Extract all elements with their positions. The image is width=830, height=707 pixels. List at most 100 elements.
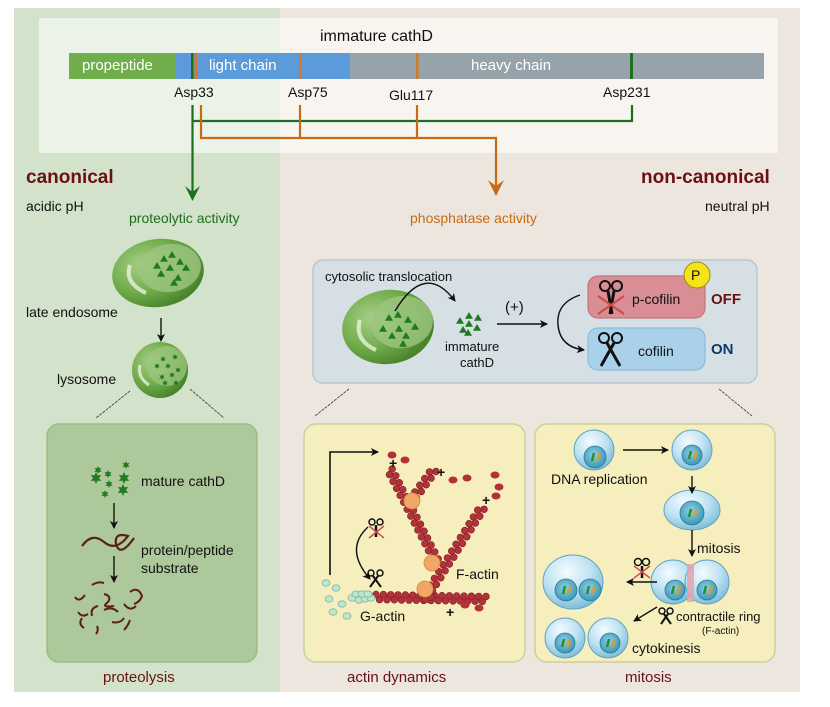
arrow-cytokinesis	[633, 606, 658, 622]
mature-cathd-label: mature cathD	[141, 473, 226, 489]
cathd-triangle	[474, 314, 482, 321]
cathd-triangle	[157, 270, 165, 277]
propeptide-label: propeptide	[82, 57, 153, 74]
cathd-triangle	[176, 258, 184, 265]
immature-cathd-line2: cathD	[460, 355, 494, 370]
actin-subunit	[453, 592, 461, 600]
barbed-end-plus-4: +	[446, 604, 455, 620]
zoom-line-mitosis	[718, 388, 753, 417]
zoom-line-actin	[314, 388, 350, 417]
barbed-end-plus-3: +	[482, 492, 491, 508]
actin-subunit	[383, 595, 391, 604]
residue-asp231: Asp231	[603, 84, 651, 100]
cathd-triangle	[411, 323, 419, 330]
g-actin-monomer	[324, 595, 334, 603]
f-actin-filaments	[372, 451, 504, 612]
cathd-triangle	[182, 264, 190, 271]
phosphatase-arrowhead	[488, 180, 504, 196]
p-cofilin-box	[587, 275, 706, 319]
cathd-triangle	[465, 312, 473, 319]
off-state-label: OFF	[711, 291, 741, 308]
free-actin-subunit	[494, 483, 504, 491]
cathd-triangle	[385, 314, 393, 321]
actin-subunit	[445, 592, 454, 600]
actin-subunit	[460, 592, 468, 600]
cathd-triangle	[174, 274, 182, 281]
cathd-triangle	[166, 264, 174, 271]
contractile-ring-sublabel: (F-actin)	[702, 626, 740, 637]
actin-subunit	[448, 547, 456, 555]
actin-subunit	[421, 474, 429, 483]
active-cofilin-scissors-icon	[367, 569, 384, 588]
cathd-triangle	[464, 329, 472, 336]
actin-subunit	[387, 591, 395, 599]
actin-subunit	[385, 470, 394, 479]
nucleus	[664, 579, 686, 601]
cathd-triangle	[402, 332, 410, 339]
actin-subunit	[397, 596, 406, 604]
canonical-title: canonical	[26, 167, 114, 188]
cathd-triangle	[459, 326, 467, 333]
marker-asp231	[630, 53, 633, 79]
blocked-cofilin-scissors-icon	[633, 557, 651, 579]
acidic-ph-label: acidic pH	[26, 198, 84, 214]
chromosome	[566, 585, 573, 595]
cathd-star	[169, 372, 175, 378]
chromosome	[692, 508, 699, 518]
nucleus	[554, 578, 578, 602]
arp23-branch-points	[403, 492, 441, 598]
cathd-star	[105, 480, 113, 488]
g-actin-monomer	[363, 590, 373, 598]
chromosome	[687, 450, 693, 460]
nucleus	[554, 632, 576, 654]
cathd-triangle	[473, 324, 481, 331]
nucleus	[681, 444, 703, 466]
domain-heavy-chain	[350, 53, 764, 79]
dephosphorylation-arrow	[557, 294, 585, 354]
chromosome	[561, 585, 567, 595]
cathd-star	[118, 472, 130, 484]
actin-subunit	[427, 474, 435, 482]
translocation-arrow	[394, 282, 456, 312]
actin-subunit	[469, 513, 478, 521]
cathd-star	[162, 380, 168, 386]
chromosome	[565, 638, 572, 648]
cathd-triangle	[465, 320, 473, 327]
actin-subunit	[410, 519, 418, 527]
substrate-label-line2: substrate	[141, 560, 199, 576]
actin-subunit	[417, 533, 426, 541]
actin-subunit	[458, 539, 467, 548]
mitosis-caption: mitosis	[625, 669, 672, 686]
actin-subunit	[390, 596, 398, 604]
cathd-star	[104, 470, 112, 478]
cytokinesis-scissors-icon	[658, 607, 674, 625]
actin-subunit	[424, 547, 433, 555]
actin-subunit	[379, 590, 388, 599]
cell-cycle-cells	[542, 429, 730, 659]
actin-subunit	[394, 591, 402, 599]
actin-subunit	[437, 573, 445, 582]
actin-subunit	[389, 477, 397, 486]
actin-subunit	[417, 487, 425, 496]
chromosome	[687, 508, 693, 518]
heavy-chain-label: heavy chain	[471, 57, 552, 74]
chromosome	[707, 585, 714, 595]
mitosis-step-label: mitosis	[697, 540, 741, 556]
nucleus	[578, 578, 602, 602]
actin-subunit	[445, 560, 454, 568]
f-actin-label: F-actin	[456, 566, 499, 582]
cathd-star	[172, 354, 178, 360]
proteolytic-connector	[191, 105, 634, 196]
peptide-fragments	[74, 581, 144, 635]
actin-subunit	[471, 597, 479, 605]
proteolysis-box	[46, 423, 258, 663]
cathd-star	[173, 380, 179, 386]
protein-panel-left	[39, 18, 280, 153]
actin-subunit	[478, 597, 486, 606]
neutral-ph-label: neutral pH	[705, 198, 770, 214]
actin-subunit	[438, 591, 446, 600]
residue-asp75: Asp75	[288, 84, 328, 100]
nucleus	[679, 500, 705, 526]
actin-subunit	[475, 592, 483, 601]
